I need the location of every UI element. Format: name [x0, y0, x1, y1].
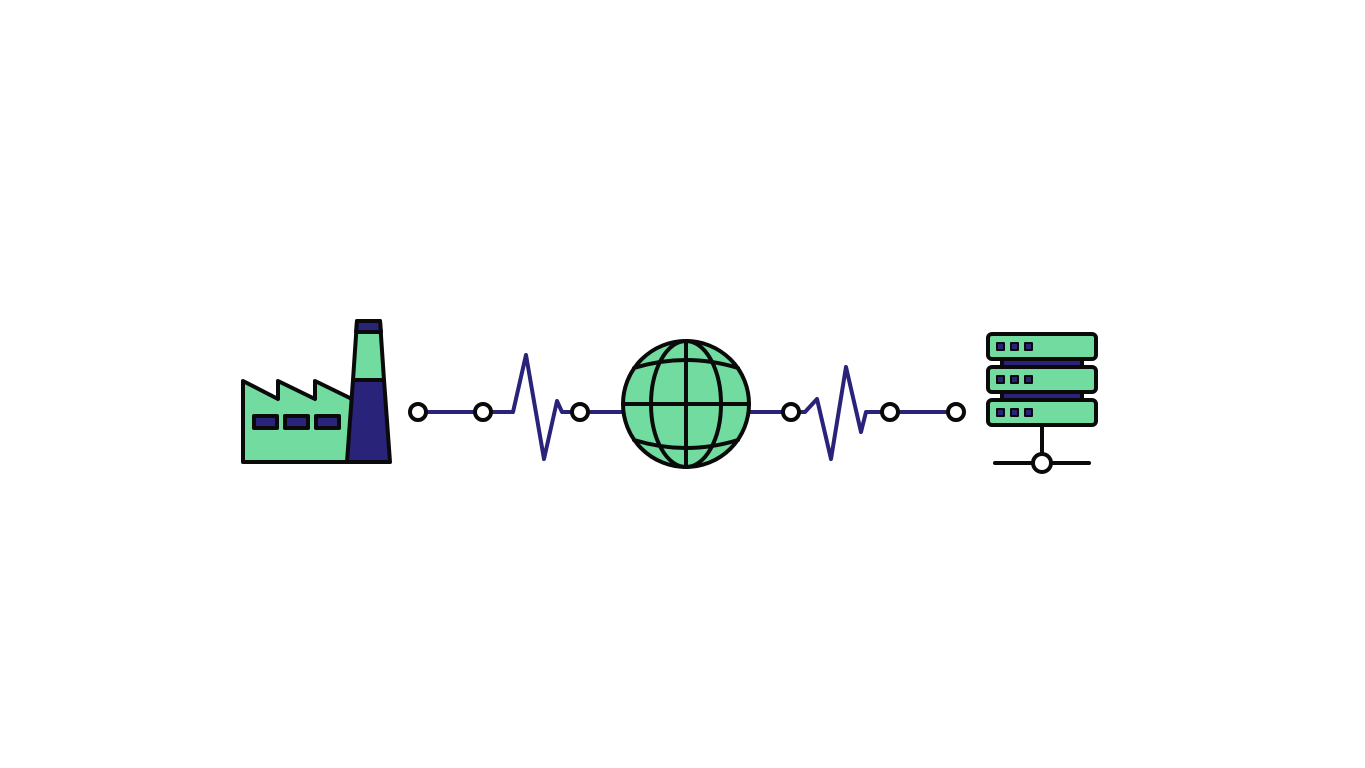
- factory-window: [283, 414, 310, 430]
- pulse-line-left: [408, 353, 626, 461]
- node-circle: [946, 402, 966, 422]
- server-unit: [986, 332, 1098, 361]
- server-rack-icon: [986, 332, 1098, 474]
- factory-chimney-lower: [345, 378, 392, 464]
- network-node: [1031, 452, 1053, 474]
- factory-window: [252, 414, 279, 430]
- factory-icon: [241, 319, 392, 464]
- node-circle: [880, 402, 900, 422]
- node-circle: [781, 402, 801, 422]
- server-unit: [986, 365, 1098, 394]
- factory-window: [314, 414, 341, 430]
- factory-chimney-cap: [354, 319, 383, 334]
- node-circle: [473, 402, 493, 422]
- node-circle: [408, 402, 428, 422]
- pulse-line-right: [746, 365, 966, 461]
- globe-icon: [621, 339, 751, 469]
- node-circle: [570, 402, 590, 422]
